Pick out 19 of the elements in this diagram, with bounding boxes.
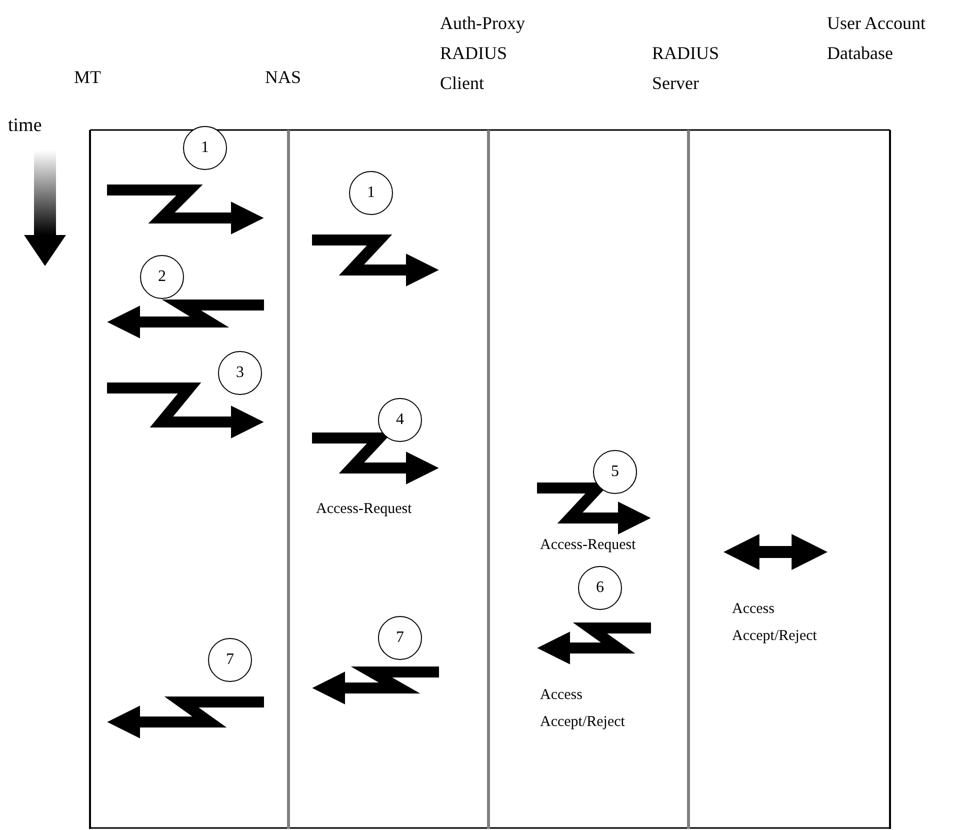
message-label: Access Accept/Reject: [540, 686, 626, 732]
participant-label: User Account Database: [827, 12, 926, 65]
double-arrow: [723, 534, 828, 570]
lightning-arrow: [312, 666, 439, 704]
participant-label: RADIUS Server: [652, 42, 720, 95]
lightning-arrow: [537, 482, 651, 534]
lightning-arrow: [312, 432, 439, 484]
participant-label: Auth-Proxy RADIUS Client: [440, 12, 526, 95]
lightning-arrow: [537, 622, 651, 664]
message-label: Access-Request: [540, 536, 637, 555]
axis-label: time: [8, 114, 43, 138]
participant-label: MT: [74, 66, 102, 89]
edge-label: Access Accept/Reject: [732, 600, 818, 646]
lightning-arrow: [312, 234, 439, 286]
lightning-arrow: [107, 300, 264, 338]
participant-label: NAS: [265, 66, 302, 89]
lightning-arrow: [107, 382, 264, 438]
message-label: Access-Request: [316, 500, 413, 519]
lightning-arrow: [107, 184, 264, 234]
